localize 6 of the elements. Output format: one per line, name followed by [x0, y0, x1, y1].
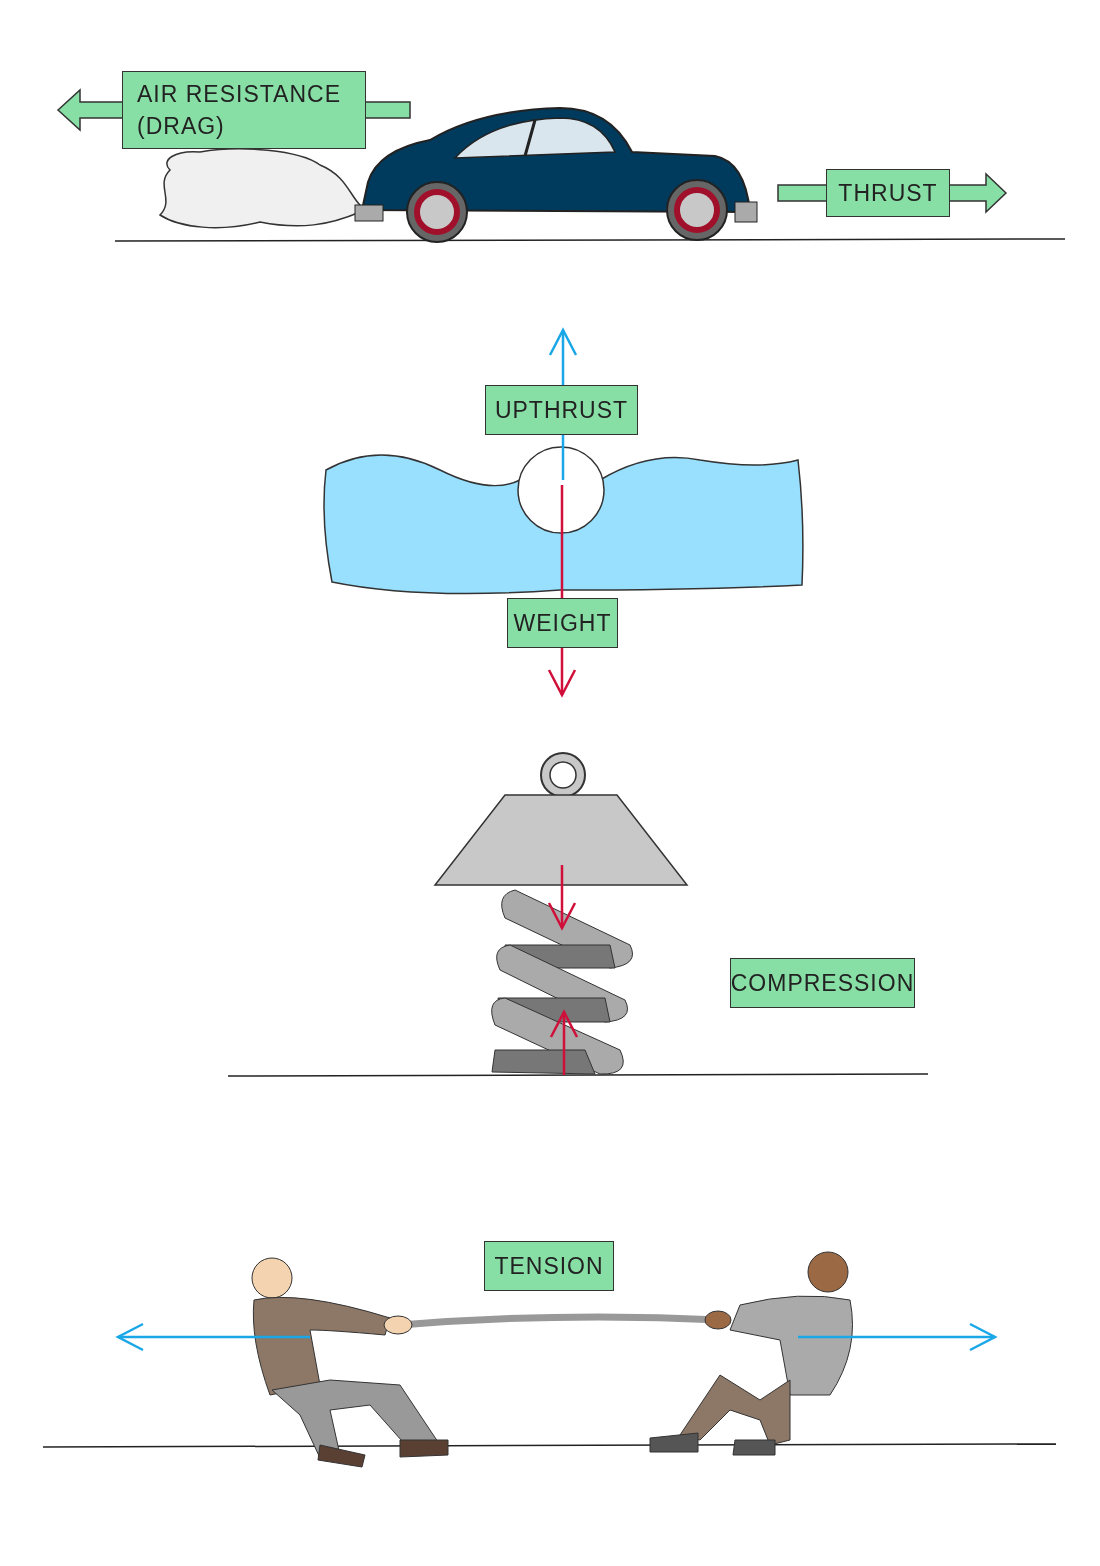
force-label: TENSION: [484, 1241, 614, 1291]
force-label: THRUST: [826, 169, 950, 217]
force-label: UPTHRUST: [485, 385, 638, 435]
force-label: WEIGHT: [507, 598, 618, 648]
force-label: COMPRESSION: [730, 958, 915, 1008]
force-label: AIR RESISTANCE (DRAG): [122, 71, 366, 149]
